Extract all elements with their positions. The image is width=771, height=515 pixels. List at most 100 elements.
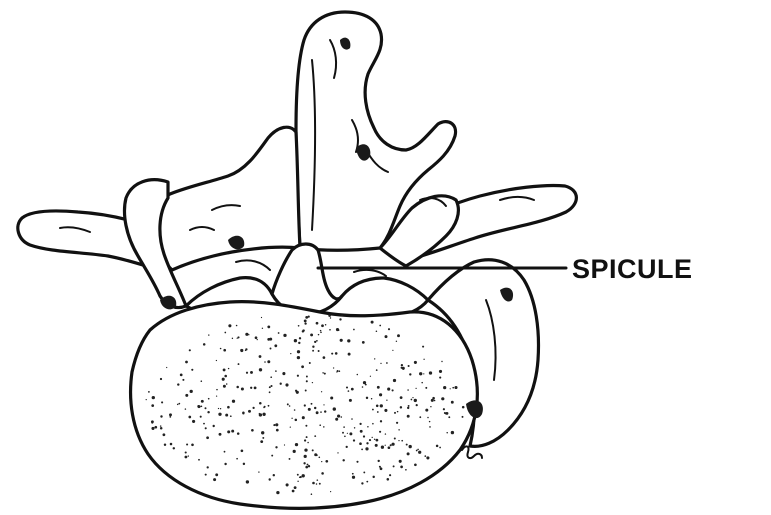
stipple-dot	[354, 427, 355, 428]
stipple-dot	[304, 455, 307, 458]
stipple-dot	[400, 396, 403, 399]
stipple-dot	[339, 370, 341, 372]
stipple-dot	[224, 463, 226, 465]
stipple-dot	[361, 449, 363, 451]
stipple-dot	[372, 423, 374, 425]
stipple-dot	[161, 401, 163, 403]
stipple-dot	[216, 395, 217, 396]
stipple-dot	[203, 343, 206, 346]
stipple-dot	[408, 365, 410, 367]
stipple-dot	[298, 325, 300, 327]
stipple-dot	[427, 417, 429, 419]
stipple-dot	[292, 490, 295, 493]
stipple-dot	[347, 339, 350, 342]
stipple-dot	[164, 443, 166, 445]
stipple-dot	[379, 325, 381, 327]
stipple-dot	[312, 382, 313, 383]
stipple-dot	[245, 333, 248, 336]
stipple-dot	[314, 435, 316, 437]
stipple-dot	[185, 451, 187, 453]
stipple-dot	[316, 322, 319, 325]
stipple-dot	[321, 391, 322, 392]
stipple-dot	[323, 356, 326, 359]
stipple-dot	[160, 427, 163, 430]
stipple-dot	[312, 482, 315, 485]
stipple-dot	[432, 397, 435, 400]
stipple-dot	[408, 405, 410, 407]
stipple-dot	[295, 390, 297, 392]
stipple-dot	[436, 445, 439, 448]
stipple-dot	[366, 481, 368, 483]
stipple-dot	[344, 435, 346, 437]
stipple-dot	[275, 370, 277, 372]
stipple-dot	[387, 478, 390, 481]
stipple-dot	[205, 427, 207, 429]
stipple-dot	[360, 430, 363, 433]
stipple-dot	[259, 368, 262, 371]
stipple-dot	[342, 459, 344, 461]
stipple-dot	[401, 364, 403, 366]
stipple-dot	[421, 382, 423, 384]
stipple-dot	[267, 325, 270, 328]
stipple-dot	[411, 399, 413, 401]
stipple-dot	[227, 406, 230, 409]
stipple-dot	[200, 416, 202, 418]
stipple-dot	[379, 466, 381, 468]
stipple-dot	[446, 412, 449, 415]
stipple-dot	[377, 386, 380, 389]
stipple-dot	[297, 375, 299, 377]
stipple-dot	[348, 353, 351, 356]
stipple-dot	[376, 405, 379, 408]
stipple-dot	[188, 416, 191, 419]
stipple-dot	[320, 330, 321, 331]
stipple-dot	[384, 409, 387, 412]
stipple-dot	[341, 416, 343, 418]
stipple-dot	[259, 413, 262, 416]
stipple-dot	[346, 386, 348, 388]
stipple-dot	[335, 418, 338, 421]
stipple-dot	[397, 411, 399, 413]
stipple-dot	[339, 318, 341, 320]
stipple-dot	[299, 337, 301, 339]
stipple-dot	[429, 421, 430, 422]
stipple-dot	[394, 412, 396, 414]
stipple-dot	[254, 387, 257, 390]
stipple-dot	[271, 455, 273, 457]
stipple-dot	[331, 353, 333, 355]
stipple-dot	[319, 483, 321, 485]
stipple-dot	[250, 387, 252, 389]
stipple-dot	[419, 416, 421, 418]
stipple-dot	[318, 334, 320, 336]
stipple-dot	[303, 462, 305, 464]
stipple-dot	[311, 493, 313, 495]
stipple-dot	[306, 436, 308, 438]
stipple-dot	[185, 361, 188, 364]
stipple-dot	[372, 437, 373, 438]
stipple-dot	[297, 356, 300, 359]
stipple-dot	[366, 397, 368, 399]
stipple-dot	[381, 446, 384, 449]
stipple-dot	[318, 456, 320, 458]
stipple-dot	[307, 464, 309, 466]
stipple-dot	[215, 473, 218, 476]
stipple-dot	[289, 405, 291, 407]
stipple-dot	[316, 483, 318, 485]
stipple-dot	[347, 433, 348, 434]
stipple-dot	[190, 390, 193, 393]
stipple-dot	[376, 330, 378, 332]
stipple-dot	[305, 390, 307, 392]
stipple-dot	[173, 447, 175, 449]
stipple-dot	[169, 416, 171, 418]
stipple-dot	[232, 338, 233, 339]
stipple-dot	[191, 443, 194, 446]
stipple-dot	[146, 399, 147, 400]
stipple-dot	[353, 439, 355, 441]
stipple-dot	[399, 460, 402, 463]
stipple-dot	[359, 442, 362, 445]
stipple-dot	[324, 373, 326, 375]
stipple-dot	[312, 346, 314, 348]
stipple-dot	[312, 350, 314, 352]
stipple-dot	[242, 412, 245, 415]
stipple-dot	[400, 406, 402, 408]
stipple-dot	[205, 407, 207, 409]
